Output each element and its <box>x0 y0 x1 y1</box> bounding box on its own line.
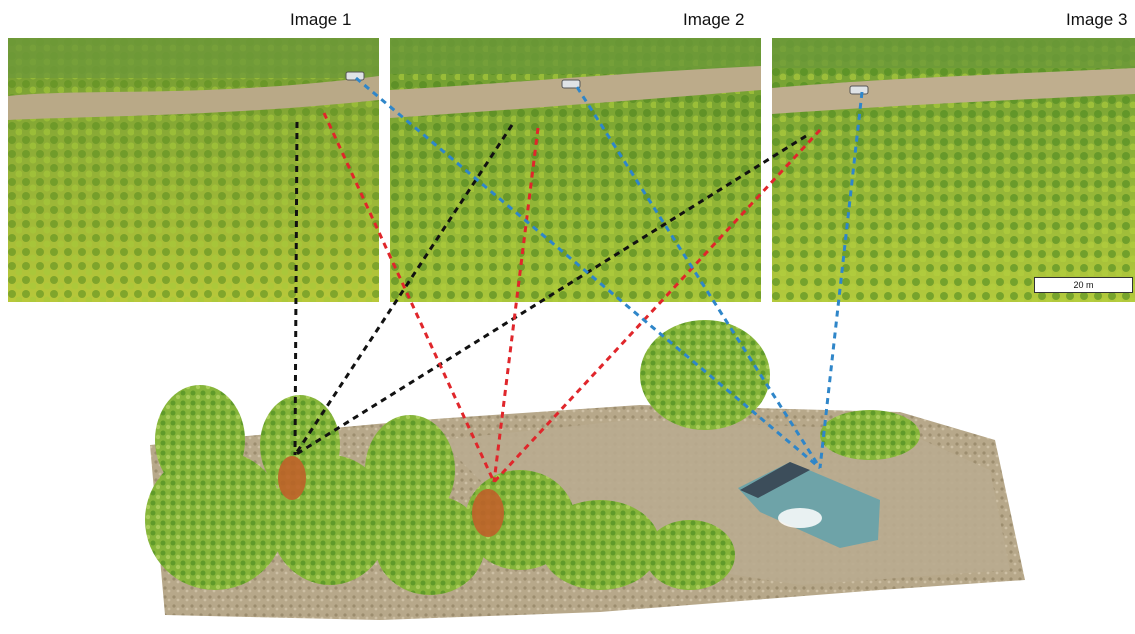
blue-link-photo1 <box>355 76 821 470</box>
black-link-photo2 <box>293 124 514 456</box>
point-cloud-road <box>440 420 1010 585</box>
black-correspondence-lines <box>293 121 807 457</box>
red-link-photo1 <box>322 112 496 483</box>
aerial-photo-2 <box>390 38 761 302</box>
blue-link-photo3 <box>818 91 864 469</box>
red-correspondence-lines <box>322 112 822 484</box>
image-1-title: Image 1 <box>290 10 352 29</box>
blue-correspondence-lines <box>355 76 864 470</box>
dead-tree-2 <box>472 489 504 537</box>
red-link-photo2 <box>492 127 540 483</box>
aerial-photo-1 <box>8 38 379 302</box>
black-link-photo1 <box>293 121 299 456</box>
blue-link-photo2 <box>575 86 822 469</box>
black-link-photo3 <box>294 134 807 457</box>
image-3-title: Image 3 <box>1066 10 1128 29</box>
red-link-photo3 <box>492 128 822 484</box>
dead-tree-1 <box>278 456 306 500</box>
image-2-title: Image 2 <box>683 10 745 29</box>
aerial-photo-3: 20 m <box>772 38 1135 302</box>
point-cloud-trees <box>145 320 920 595</box>
point-cloud-vehicle <box>738 462 880 548</box>
scale-bar: 20 m <box>1034 277 1133 293</box>
